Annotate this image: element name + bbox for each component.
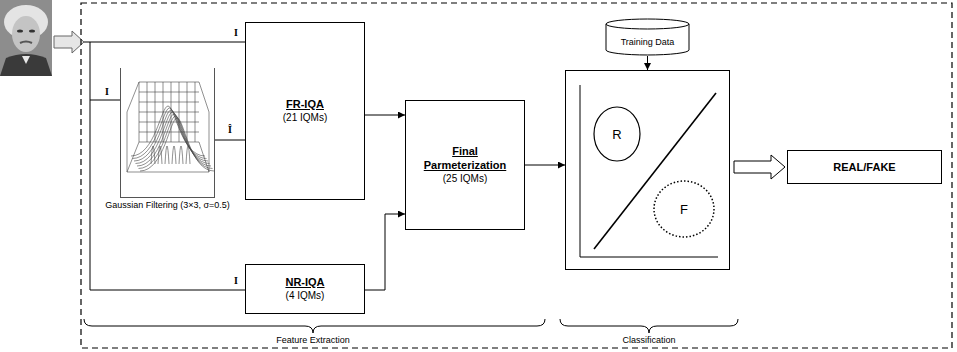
connector (525, 165, 565, 166)
process-box: Final Parmeterization(25 IQMs) (405, 100, 525, 230)
shape-outline (566, 71, 729, 269)
node-subtitle: (4 IQMs) (286, 289, 325, 302)
filter-box: Gaussian Filtering (3×3, σ=0.5) (120, 68, 215, 198)
connector (215, 140, 245, 141)
shape-outline (121, 68, 216, 198)
brace (560, 319, 738, 333)
hollow-arrow (734, 155, 785, 179)
filter-caption: Gaussian Filtering (3×3, σ=0.5) (103, 200, 232, 210)
input-arrow (54, 31, 84, 53)
database-cylinder: Training Data (605, 18, 690, 56)
class-outline (654, 181, 714, 237)
node-subtitle: (25 IQMs) (443, 172, 487, 185)
node-title: NR-IQA (285, 276, 324, 290)
node-title: R (612, 127, 621, 142)
gaussian-mesh (127, 82, 214, 172)
plot-axes (580, 85, 718, 257)
output-box: REAL/FAKE (787, 150, 942, 184)
classifier-box: RF (565, 70, 730, 270)
brace (84, 319, 545, 333)
node-title: Gaussian Filtering (3×3, σ=0.5) (105, 200, 230, 210)
input-wires (84, 42, 245, 290)
connector (647, 56, 648, 70)
edge-label: Î (227, 124, 233, 135)
node-title: REAL/FAKE (833, 161, 895, 173)
node-title: F (680, 202, 688, 217)
decision-line (594, 93, 716, 249)
process-box: FR-IQA(21 IQMs) (245, 22, 365, 200)
stage-label: Classification (621, 335, 676, 345)
system-frame (81, 3, 952, 348)
class-ellipse: R (593, 106, 641, 162)
signal-name: I (233, 275, 239, 286)
node-subtitle: (21 IQMs) (283, 111, 327, 124)
stage-label: Feature Extraction (275, 335, 351, 345)
connector (365, 115, 405, 116)
class-ellipse: F (653, 180, 715, 238)
signal-name: I (233, 27, 239, 38)
class-outline (594, 107, 640, 161)
node-title: Training Data (621, 37, 675, 47)
signal-name: I (104, 86, 110, 97)
node-title: FR-IQA (286, 98, 324, 112)
process-box: NR-IQA(4 IQMs) (245, 264, 365, 314)
connector (365, 214, 405, 290)
cylinder-top (606, 19, 689, 29)
face-photo (0, 0, 52, 76)
node-title: Final Parmeterization (412, 145, 518, 173)
